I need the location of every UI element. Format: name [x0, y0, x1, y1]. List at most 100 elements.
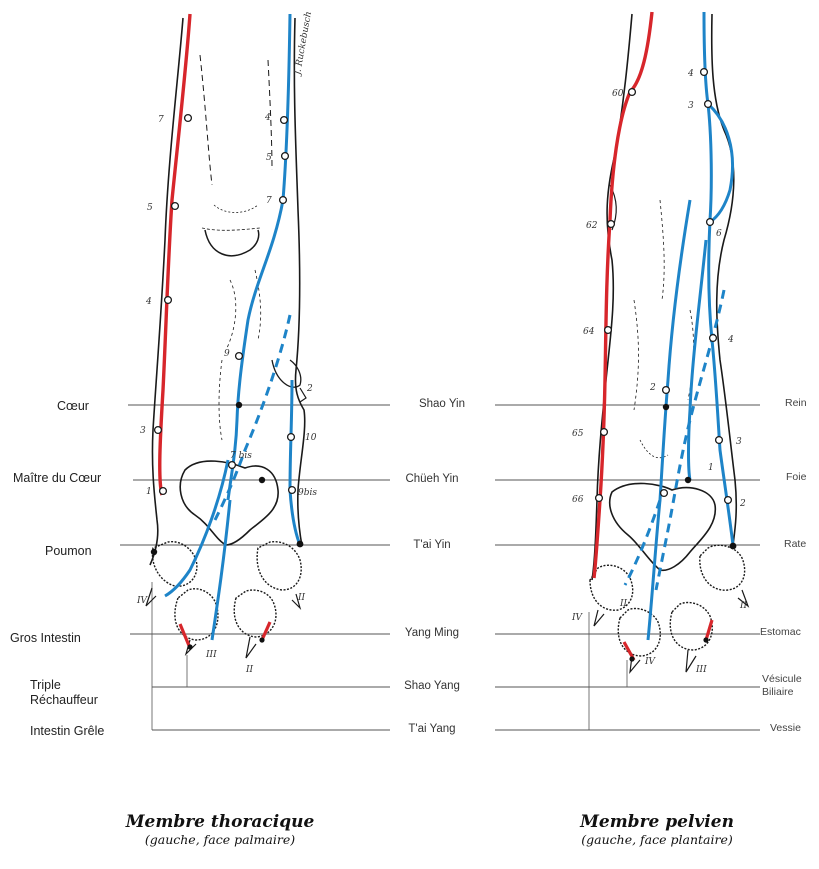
label-biliaire: Biliaire: [762, 686, 794, 698]
label-rein: Rein: [785, 397, 807, 409]
point-t-yang-4: [165, 297, 172, 304]
num-t-yin-9bis: 9bis: [298, 488, 317, 498]
point-p-dark-5: [703, 637, 708, 642]
point-p-yin-2a: [663, 387, 670, 394]
caption-thoracic: Membre thoracique (gauche, face palmaire…: [90, 812, 350, 848]
point-p-yin-center: [661, 490, 668, 497]
pelvic-outline: [590, 14, 748, 672]
point-t-yin-7: [280, 197, 287, 204]
thoracic-outline: [146, 18, 306, 658]
point-p-yin-4: [710, 335, 717, 342]
num-t-toe-ii-a: II: [245, 665, 254, 675]
point-p-dark-4: [629, 656, 634, 661]
num-p-yin-2a: 2: [649, 383, 656, 393]
num-p-yang-62: 62: [586, 221, 598, 231]
num-p-yin-3: 3: [688, 101, 694, 111]
pelvic-yin-channel-4: [689, 240, 707, 480]
num-p-yin-6: 6: [716, 229, 722, 239]
point-t-dark-2: [259, 477, 265, 483]
caption-thoracic-title: Membre thoracique: [90, 812, 350, 832]
label-tai-yang: T'ai Yang: [362, 722, 502, 736]
num-p-small-1: 1: [708, 463, 714, 473]
num-t-yin-4: 4: [264, 113, 271, 123]
label-vesicule: Vésicule: [762, 673, 802, 685]
num-t-toe-ii-b: II: [297, 593, 306, 603]
point-p-yin-3b: [716, 437, 723, 444]
num-t-yang-7: 7: [158, 115, 164, 125]
num-t-yang-1: 1: [146, 487, 152, 497]
num-t-yang-4: 4: [145, 297, 152, 307]
label-shao-yin: Shao Yin: [372, 397, 512, 411]
point-p-yin-2b: [725, 497, 732, 504]
point-t-dark-3: [151, 549, 157, 555]
label-vessie: Vessie: [770, 722, 801, 734]
label-gros-intestin: Gros Intestin: [10, 631, 81, 645]
num-t-toe-iii: III: [205, 650, 217, 660]
num-p-yin-4: 4: [727, 335, 734, 345]
label-tai-yin: T'ai Yin: [362, 538, 502, 552]
num-p-yang-60: 60: [612, 89, 624, 99]
num-p-yang-65: 65: [572, 429, 584, 439]
num-p-yin-3b: 3: [736, 437, 742, 447]
label-estomac: Estomac: [760, 626, 801, 638]
point-t-yin-4: [281, 117, 288, 124]
caption-pelvic-title: Membre pelvien: [527, 812, 787, 832]
point-p-yang-60: [629, 89, 636, 96]
thoracic-yang-toe: [180, 624, 190, 648]
thoracic-limb: 7 5 4 3 1 4 5 7 9 10 9bis 7 bis 2 IV III…: [136, 11, 317, 675]
pelvic-limb: 60 62 64 65 66 4 3 6 4 3 2 2 1 IV IV III…: [571, 12, 748, 675]
num-p-yin-4top: 4: [687, 69, 694, 79]
num-t-yang-5: 5: [147, 203, 153, 213]
label-intestin-grele: Intestin Grêle: [30, 724, 104, 738]
caption-pelvic-sub: (gauche, face plantaire): [527, 832, 787, 848]
point-t-yin-9: [236, 353, 243, 360]
point-t-yin-5: [282, 153, 289, 160]
num-p-yang-66: 66: [572, 495, 584, 505]
point-t-dark-4: [297, 541, 304, 548]
artist-signature: J. Ruckebusch: [293, 11, 314, 78]
num-p-toe-iv-a: IV: [571, 613, 584, 623]
point-p-yin-6: [707, 219, 714, 226]
thoracic-yin-dashed-1: [215, 315, 290, 520]
label-maitre-du-coeur: Maître du Cœur: [13, 471, 101, 485]
point-t-yang-5: [172, 203, 179, 210]
point-t-yang-3: [155, 427, 162, 434]
num-t-toe-iv: IV: [136, 596, 149, 606]
point-p-yin-3: [705, 101, 712, 108]
point-t-dark-5: [187, 644, 192, 649]
thoracic-yin-channel-4: [212, 500, 230, 640]
num-t-yin-5: 5: [266, 153, 272, 163]
thoracic-numbers: 7 5 4 3 1 4 5 7 9 10 9bis 7 bis 2 IV III…: [136, 11, 317, 675]
point-p-yang-64: [605, 327, 612, 334]
caption-thoracic-sub: (gauche, face palmaire): [90, 832, 350, 848]
label-yang-ming: Yang Ming: [362, 626, 502, 640]
num-t-yang-3: 3: [140, 426, 146, 436]
point-p-yang-65: [601, 429, 608, 436]
point-p-yin-4top: [701, 69, 708, 76]
pelvic-yin-channel-3: [648, 200, 690, 640]
thoracic-yin-channel-1: [228, 14, 290, 500]
num-p-toe-iii: III: [695, 665, 707, 675]
label-shao-yang: Shao Yang: [362, 679, 502, 693]
point-p-dark-1: [663, 404, 669, 410]
label-chueh-yin: Chüeh Yin: [362, 472, 502, 486]
point-t-yang-1: [160, 488, 167, 495]
label-foie: Foie: [786, 471, 806, 483]
num-t-yin-10: 10: [305, 433, 317, 443]
point-p-yang-66: [596, 495, 603, 502]
num-p-toe-ii-a: II: [739, 601, 748, 611]
point-p-dark-3: [730, 543, 737, 550]
num-t-yin-9: 9: [224, 349, 230, 359]
thoracic-yang-toe-2: [262, 622, 270, 640]
point-p-dark-2: [685, 477, 691, 483]
point-t-yin-9bis: [289, 487, 296, 494]
point-t-dark-6: [259, 637, 264, 642]
label-coeur: Cœur: [57, 399, 89, 413]
label-rechauffeur: Réchauffeur: [30, 693, 98, 707]
num-p-toe-iv-b: IV: [644, 657, 657, 667]
num-t-7bis: 7 bis: [230, 451, 252, 461]
point-t-yin-10: [288, 434, 295, 441]
point-p-yang-62: [608, 221, 615, 228]
point-t-7bis: [229, 462, 236, 469]
label-poumon: Poumon: [45, 544, 92, 558]
